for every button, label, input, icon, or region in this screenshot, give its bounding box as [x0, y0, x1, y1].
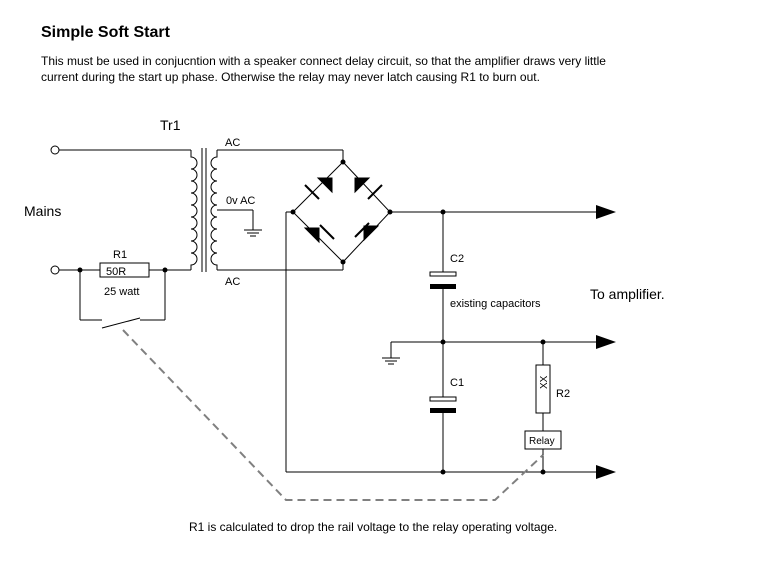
label-r2-value: XX — [539, 375, 550, 389]
transformer-secondary — [210, 150, 218, 270]
diode-d1 — [316, 177, 333, 194]
label-relay: Relay — [529, 436, 555, 447]
label-0v-ac: 0v AC — [226, 195, 255, 207]
diode-d2-bar — [367, 184, 383, 200]
label-r1-value: 50R — [106, 266, 126, 278]
diode-d4-bar — [354, 222, 370, 238]
arrow-positive-output — [596, 205, 616, 219]
label-r1-power: 25 watt — [104, 286, 139, 298]
diode-d1-bar — [304, 184, 320, 200]
capacitor-c2-plate-bottom — [430, 284, 456, 289]
label-existing-capacitors: existing capacitors — [450, 298, 541, 310]
diode-d3 — [303, 227, 320, 244]
diode-d4 — [363, 225, 380, 242]
label-c2: C2 — [450, 253, 464, 265]
label-to-amplifier: To amplifier. — [590, 286, 665, 302]
diagram-title: Simple Soft Start — [41, 24, 170, 41]
relay-contact — [101, 317, 141, 329]
junction-r2-top — [540, 339, 546, 345]
label-tr1: Tr1 — [160, 117, 181, 133]
junction-center — [440, 339, 446, 345]
label-ac-top: AC — [225, 137, 240, 149]
junction-relay-bottom — [540, 469, 546, 475]
capacitor-c2-plate-top — [429, 271, 457, 277]
arrow-negative-output — [596, 465, 616, 479]
label-ac-bottom: AC — [225, 276, 240, 288]
bridge-edge-top-left — [292, 161, 344, 213]
junction-bridge-top — [340, 159, 346, 165]
junction-bridge-left — [290, 209, 296, 215]
junction-c1-bottom — [440, 469, 446, 475]
description-line-1: This must be used in conjucntion with a … — [41, 54, 606, 68]
label-mains: Mains — [24, 203, 61, 219]
junction-bypass-left — [77, 267, 83, 273]
junction-bypass-right — [162, 267, 168, 273]
mains-terminal-top — [50, 145, 60, 155]
label-r1: R1 — [113, 249, 127, 261]
junction-bridge-right — [387, 209, 393, 215]
junction-c2-top — [440, 209, 446, 215]
arrow-zero-output — [596, 335, 616, 349]
relay-mechanical-link — [122, 329, 544, 501]
label-c1: C1 — [450, 377, 464, 389]
capacitor-c1-plate-top — [429, 396, 457, 402]
junction-bridge-bottom — [340, 259, 346, 265]
transformer-primary — [190, 150, 198, 270]
mains-terminal-bottom — [50, 265, 60, 275]
diode-d3-bar — [319, 224, 335, 240]
bridge-edge-top-right — [342, 161, 391, 213]
capacitor-c1-plate-bottom — [430, 408, 456, 413]
diode-d2 — [354, 177, 371, 194]
footer-note: R1 is calculated to drop the rail voltag… — [189, 520, 558, 534]
label-r2: R2 — [556, 388, 570, 400]
description-line-2: current during the start up phase. Other… — [41, 70, 540, 84]
